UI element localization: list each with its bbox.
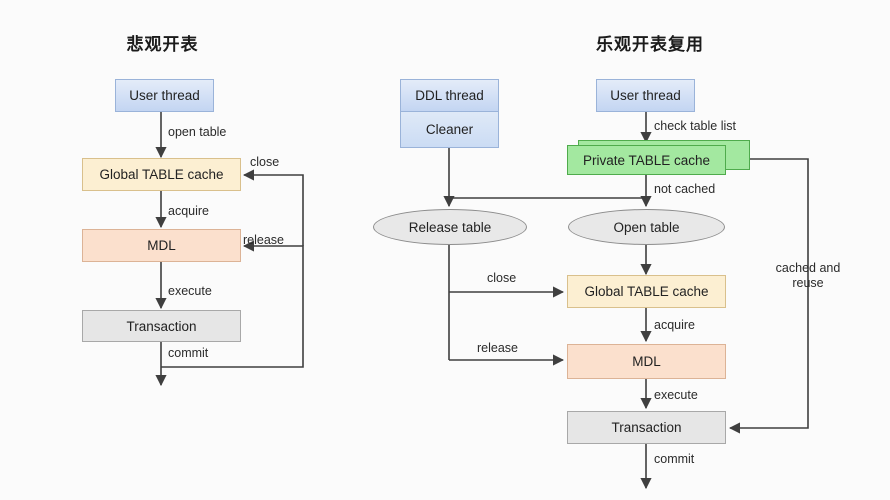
- node-cleaner[interactable]: Cleaner: [400, 112, 499, 148]
- node-global-table-cache-right[interactable]: Global TABLE cache: [567, 275, 726, 308]
- node-mdl-right[interactable]: MDL: [567, 344, 726, 379]
- node-user-thread-right[interactable]: User thread: [596, 79, 695, 112]
- edge-label-execute-right: execute: [654, 388, 698, 402]
- edge-label-release-right: release: [477, 341, 518, 355]
- edge-label-check-table-list: check table list: [654, 119, 736, 133]
- edge-label-acquire-right: acquire: [654, 318, 695, 332]
- panel-title-pessimistic: 悲观开表: [126, 35, 199, 54]
- edge-label-commit-left: commit: [168, 346, 209, 360]
- node-transaction-left[interactable]: Transaction: [82, 310, 241, 342]
- edge-label-open-table: open table: [168, 125, 227, 139]
- edge-label-commit-right: commit: [654, 452, 695, 466]
- edge-label-not-cached: not cached: [654, 182, 716, 196]
- panel-title-optimistic: 乐观开表复用: [596, 35, 704, 54]
- node-transaction-right[interactable]: Transaction: [567, 411, 726, 444]
- edge-label-close-right: close: [487, 271, 517, 285]
- node-mdl-left[interactable]: MDL: [82, 229, 241, 262]
- node-user-thread-left[interactable]: User thread: [115, 79, 214, 112]
- node-open-table[interactable]: Open table: [568, 209, 725, 245]
- node-release-table[interactable]: Release table: [373, 209, 527, 245]
- cached-and-reuse-line1: cached and: [775, 261, 841, 275]
- edge-label-release-left: release: [243, 233, 284, 247]
- edge-cached-and-reuse: [726, 158, 809, 434]
- edge-label-cached-and-reuse: cached and reuse: [755, 261, 861, 291]
- edge-label-execute-left: execute: [168, 284, 212, 298]
- node-ddl-thread[interactable]: DDL thread: [400, 79, 499, 112]
- node-private-table-cache[interactable]: Private TABLE cache: [567, 145, 726, 175]
- node-global-table-cache-left[interactable]: Global TABLE cache: [82, 158, 241, 191]
- edge-label-close-left: close: [250, 155, 280, 169]
- cached-and-reuse-line2: reuse: [792, 276, 824, 290]
- edge-label-acquire-left: acquire: [168, 204, 209, 218]
